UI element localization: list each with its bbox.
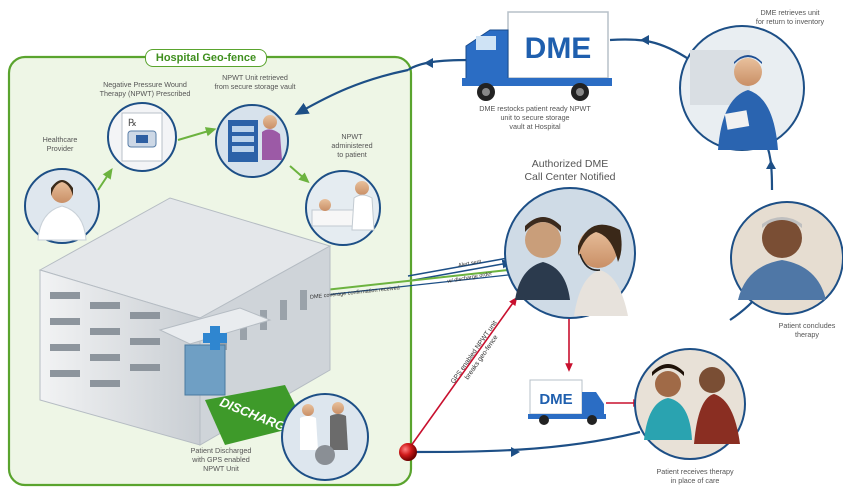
patient-discharged-photo <box>281 393 369 481</box>
healthcare-provider-label: Healthcare Provider <box>42 135 78 153</box>
geofence-title: Hospital Geo-fence <box>145 49 267 67</box>
hospital-cross-icon <box>203 326 227 350</box>
healthcare-provider-photo <box>24 168 100 244</box>
call-center-photo <box>504 187 636 319</box>
dme-retrieves-photo <box>679 25 805 151</box>
truck-small-brand: DME <box>539 391 572 408</box>
dme-restocks-label: DME restocks patient ready NPWT unit to … <box>479 104 591 131</box>
gps-breaks-line-1: GPS enabled NPWT unit <box>450 320 499 386</box>
call-center-label: Authorized DME Call Center Notified <box>524 158 616 183</box>
npwt-administered-photo <box>305 170 381 246</box>
alert-line-2 <box>407 259 513 282</box>
patient-concludes-label: Patient concludes therapy <box>778 321 836 339</box>
dme-retrieves-label: DME retrieves unit for return to invento… <box>755 8 825 26</box>
gps-dot-icon <box>399 443 417 461</box>
alert-sent-label: Alert sent <box>458 259 482 269</box>
npwt-retrieved-label: NPWT Unit retrieved from secure storage … <box>214 73 296 91</box>
patient-receives-label: Patient receives therapy in place of car… <box>656 467 734 485</box>
npwt-administered-label: NPWT administered to patient <box>331 132 373 159</box>
dme-truck-small: DME <box>528 379 606 425</box>
dme-truck-top: DME <box>462 11 612 101</box>
prescription-icon: ℞ <box>128 118 137 129</box>
patient-discharged-label: Patient Discharged with GPS enabled NPWT… <box>190 446 252 473</box>
npwt-retrieve-photo <box>215 104 289 178</box>
retrieve-to-admin-arrow <box>289 165 310 184</box>
rx-to-retrieve-arrow <box>177 127 217 141</box>
patient-concludes-photo <box>730 201 843 315</box>
truck-top-brand: DME <box>525 32 592 65</box>
microphone-headset-icon <box>579 253 601 271</box>
restock-arrow <box>294 68 409 116</box>
gps-breaks-label: GPS enabled NPWT unit breaks geo-fence <box>450 320 500 386</box>
npwt-prescription-photo: ℞ <box>107 102 177 172</box>
alert-line <box>407 257 509 277</box>
provider-to-rx-arrow <box>97 168 113 191</box>
patient-receives-photo <box>634 348 746 460</box>
gps-breach-line <box>407 296 518 451</box>
npwt-prescribed-label: Negative Pressure Wound Therapy (NPWT) P… <box>99 80 191 98</box>
